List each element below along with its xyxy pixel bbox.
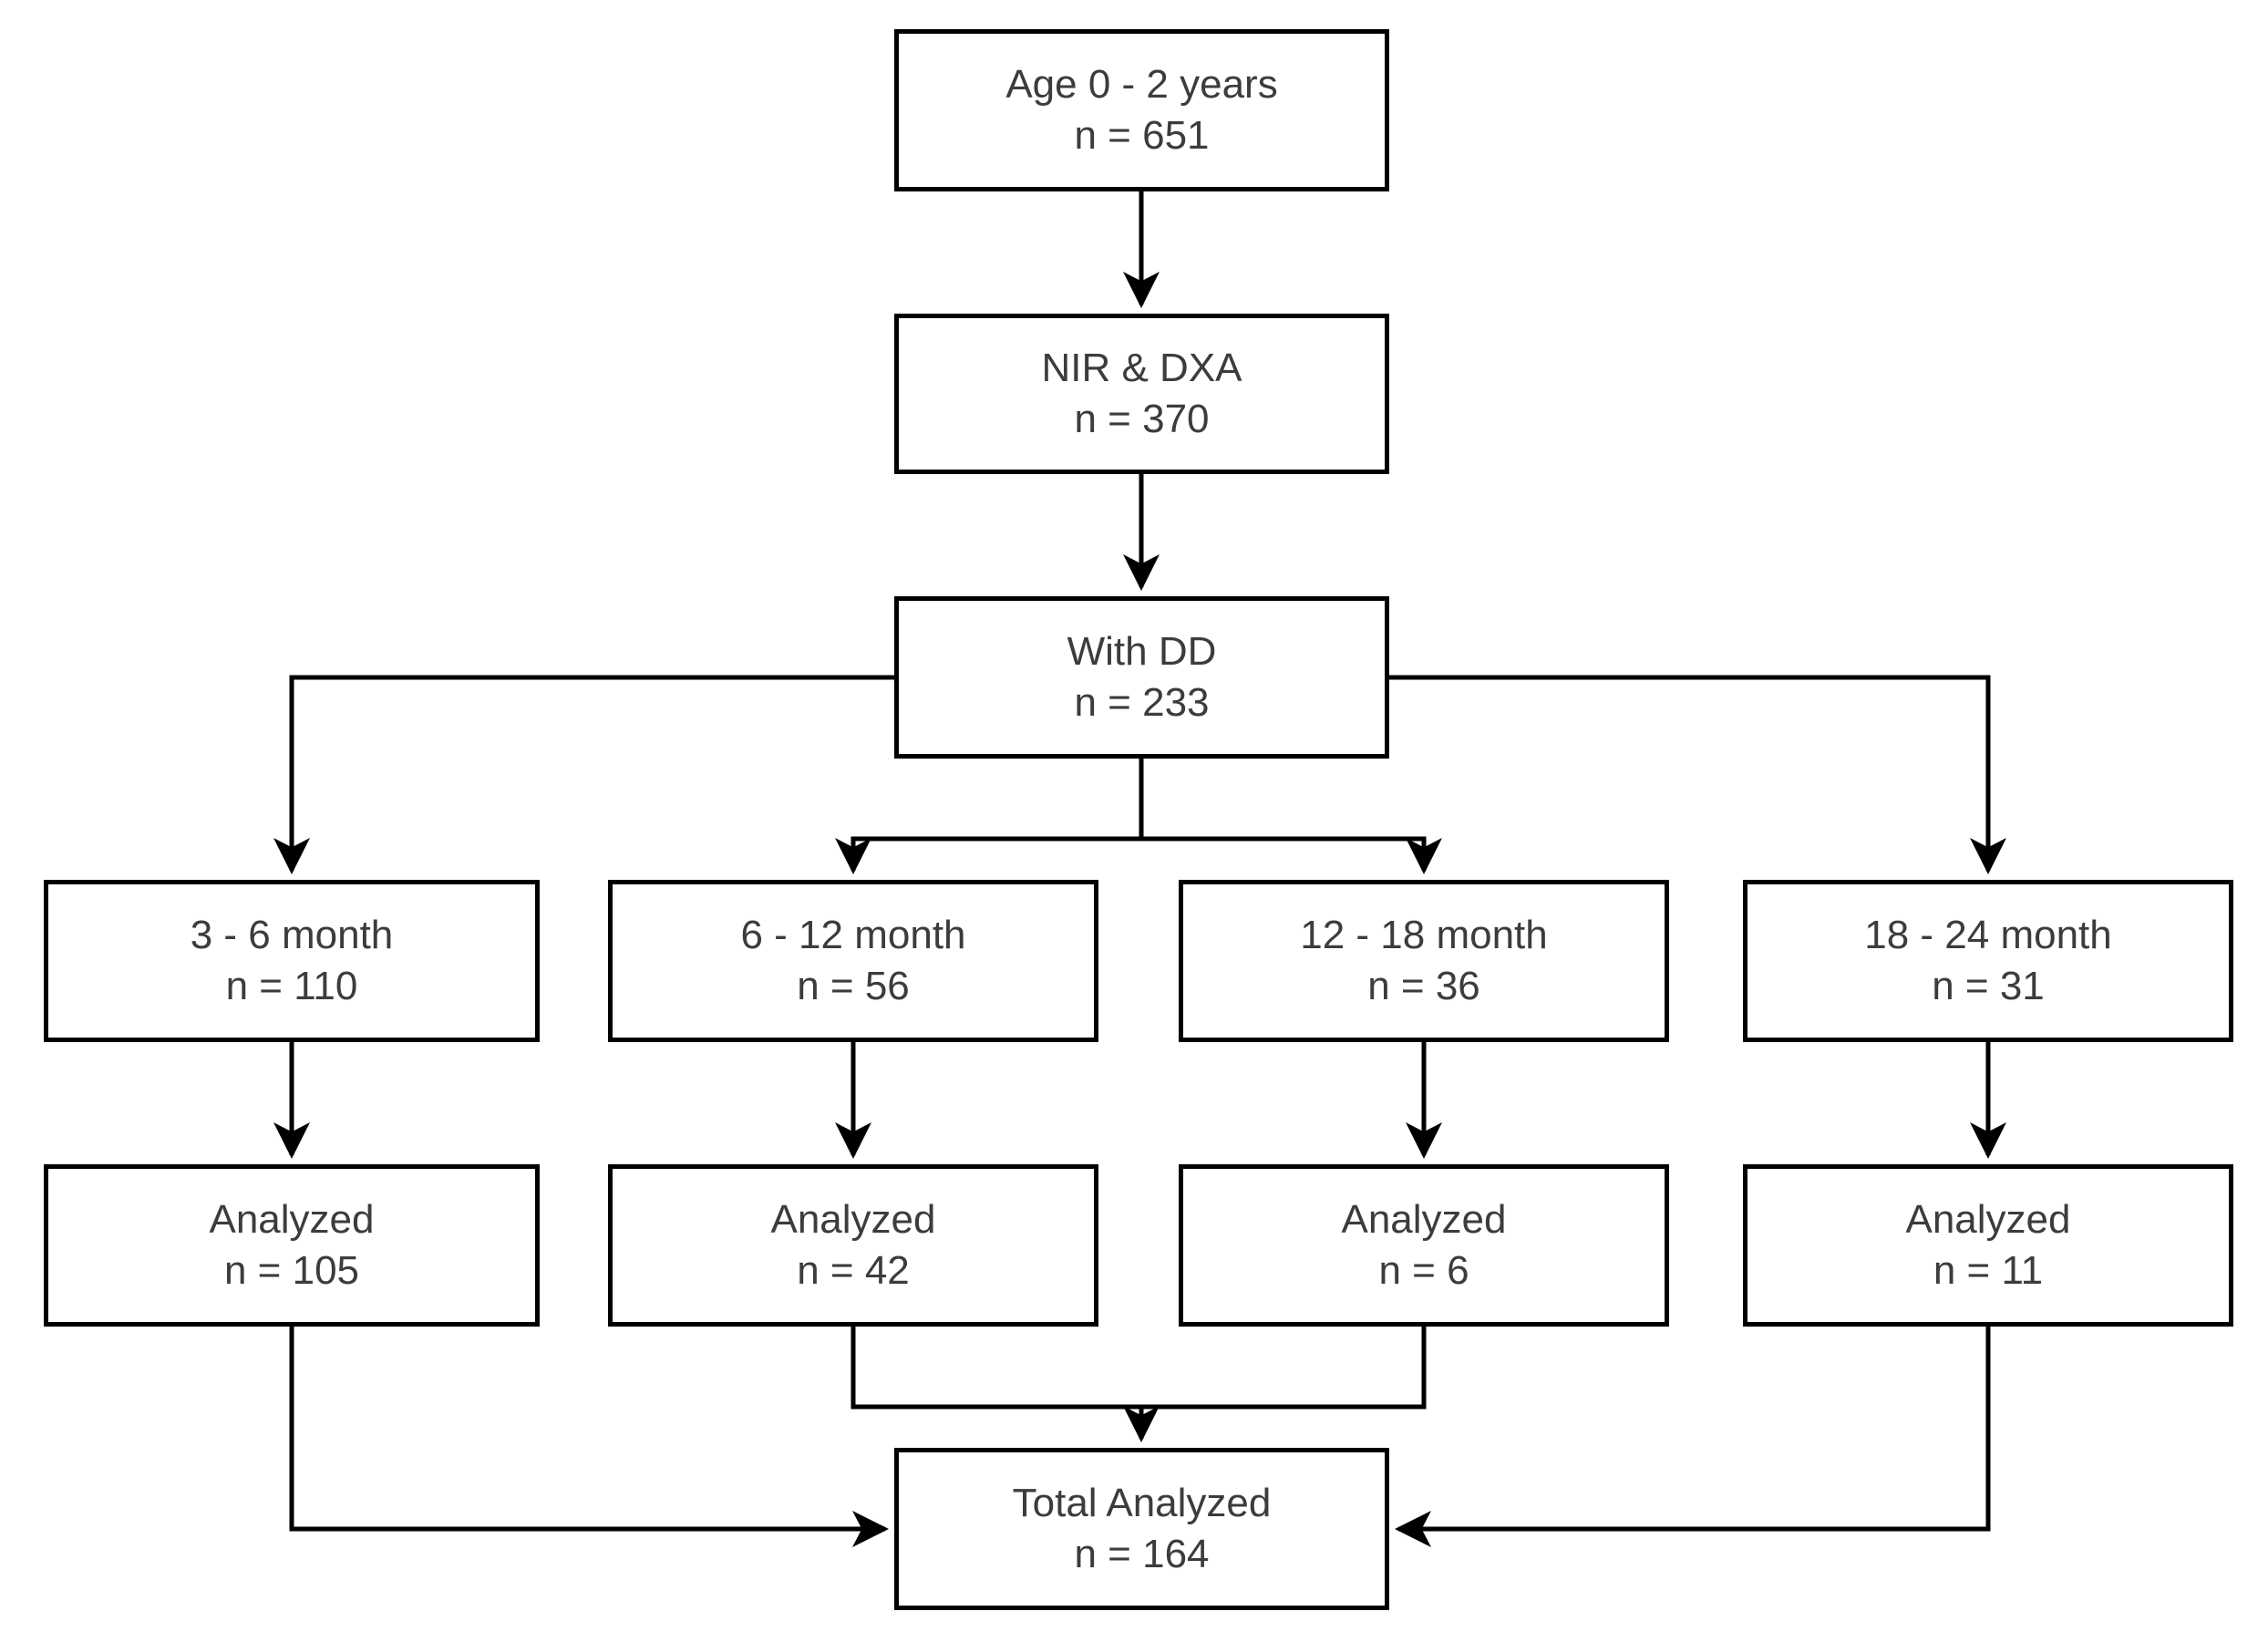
node-12-18-month: 12 - 18 month n = 36 — [1179, 880, 1669, 1042]
node-count: n = 11 — [1933, 1248, 2044, 1293]
node-count: n = 56 — [797, 964, 910, 1008]
node-count: n = 370 — [1074, 397, 1210, 441]
node-3-6-month: 3 - 6 month n = 110 — [44, 880, 540, 1042]
node-count: n = 651 — [1074, 113, 1210, 158]
node-label: With DD — [1067, 629, 1217, 674]
node-label: 18 - 24 month — [1864, 913, 2112, 957]
node-label: Total Analyzed — [1012, 1481, 1272, 1525]
node-count: n = 6 — [1378, 1248, 1469, 1293]
node-label: Analyzed — [209, 1197, 375, 1242]
node-nir-dxa: NIR & DXA n = 370 — [894, 314, 1389, 474]
node-count: n = 42 — [797, 1248, 910, 1293]
node-label: Analyzed — [1341, 1197, 1507, 1242]
node-count: n = 110 — [225, 964, 358, 1008]
edge-merge-middle — [850, 1327, 1427, 1410]
node-with-dd: With DD n = 233 — [894, 596, 1389, 759]
node-analyzed-18-24: Analyzed n = 11 — [1743, 1164, 2233, 1327]
node-label: 6 - 12 month — [740, 913, 966, 957]
node-count: n = 105 — [223, 1248, 360, 1293]
node-6-12-month: 6 - 12 month n = 56 — [608, 880, 1098, 1042]
node-label: NIR & DXA — [1041, 346, 1242, 390]
edge-withdd-to-18-24 — [1389, 675, 2006, 874]
node-age-0-2: Age 0 - 2 years n = 651 — [894, 29, 1389, 191]
edge-analyzed-3-6-to-total — [289, 1327, 889, 1547]
node-total-analyzed: Total Analyzed n = 164 — [894, 1448, 1389, 1610]
node-count: n = 233 — [1074, 680, 1210, 725]
node-label: Age 0 - 2 years — [1005, 62, 1278, 107]
node-label: Analyzed — [770, 1197, 936, 1242]
edge-analyzed-18-24-to-total — [1395, 1327, 1991, 1547]
node-18-24-month: 18 - 24 month n = 31 — [1743, 880, 2233, 1042]
node-count: n = 36 — [1367, 964, 1480, 1008]
node-label: 12 - 18 month — [1300, 913, 1548, 957]
node-label: 3 - 6 month — [190, 913, 394, 957]
node-analyzed-3-6: Analyzed n = 105 — [44, 1164, 540, 1327]
node-count: n = 164 — [1074, 1532, 1210, 1576]
edge-withdd-to-3-6 — [273, 675, 894, 874]
node-analyzed-6-12: Analyzed n = 42 — [608, 1164, 1098, 1327]
node-count: n = 31 — [1932, 964, 2045, 1008]
node-analyzed-12-18: Analyzed n = 6 — [1179, 1164, 1669, 1327]
node-label: Analyzed — [1905, 1197, 2071, 1242]
